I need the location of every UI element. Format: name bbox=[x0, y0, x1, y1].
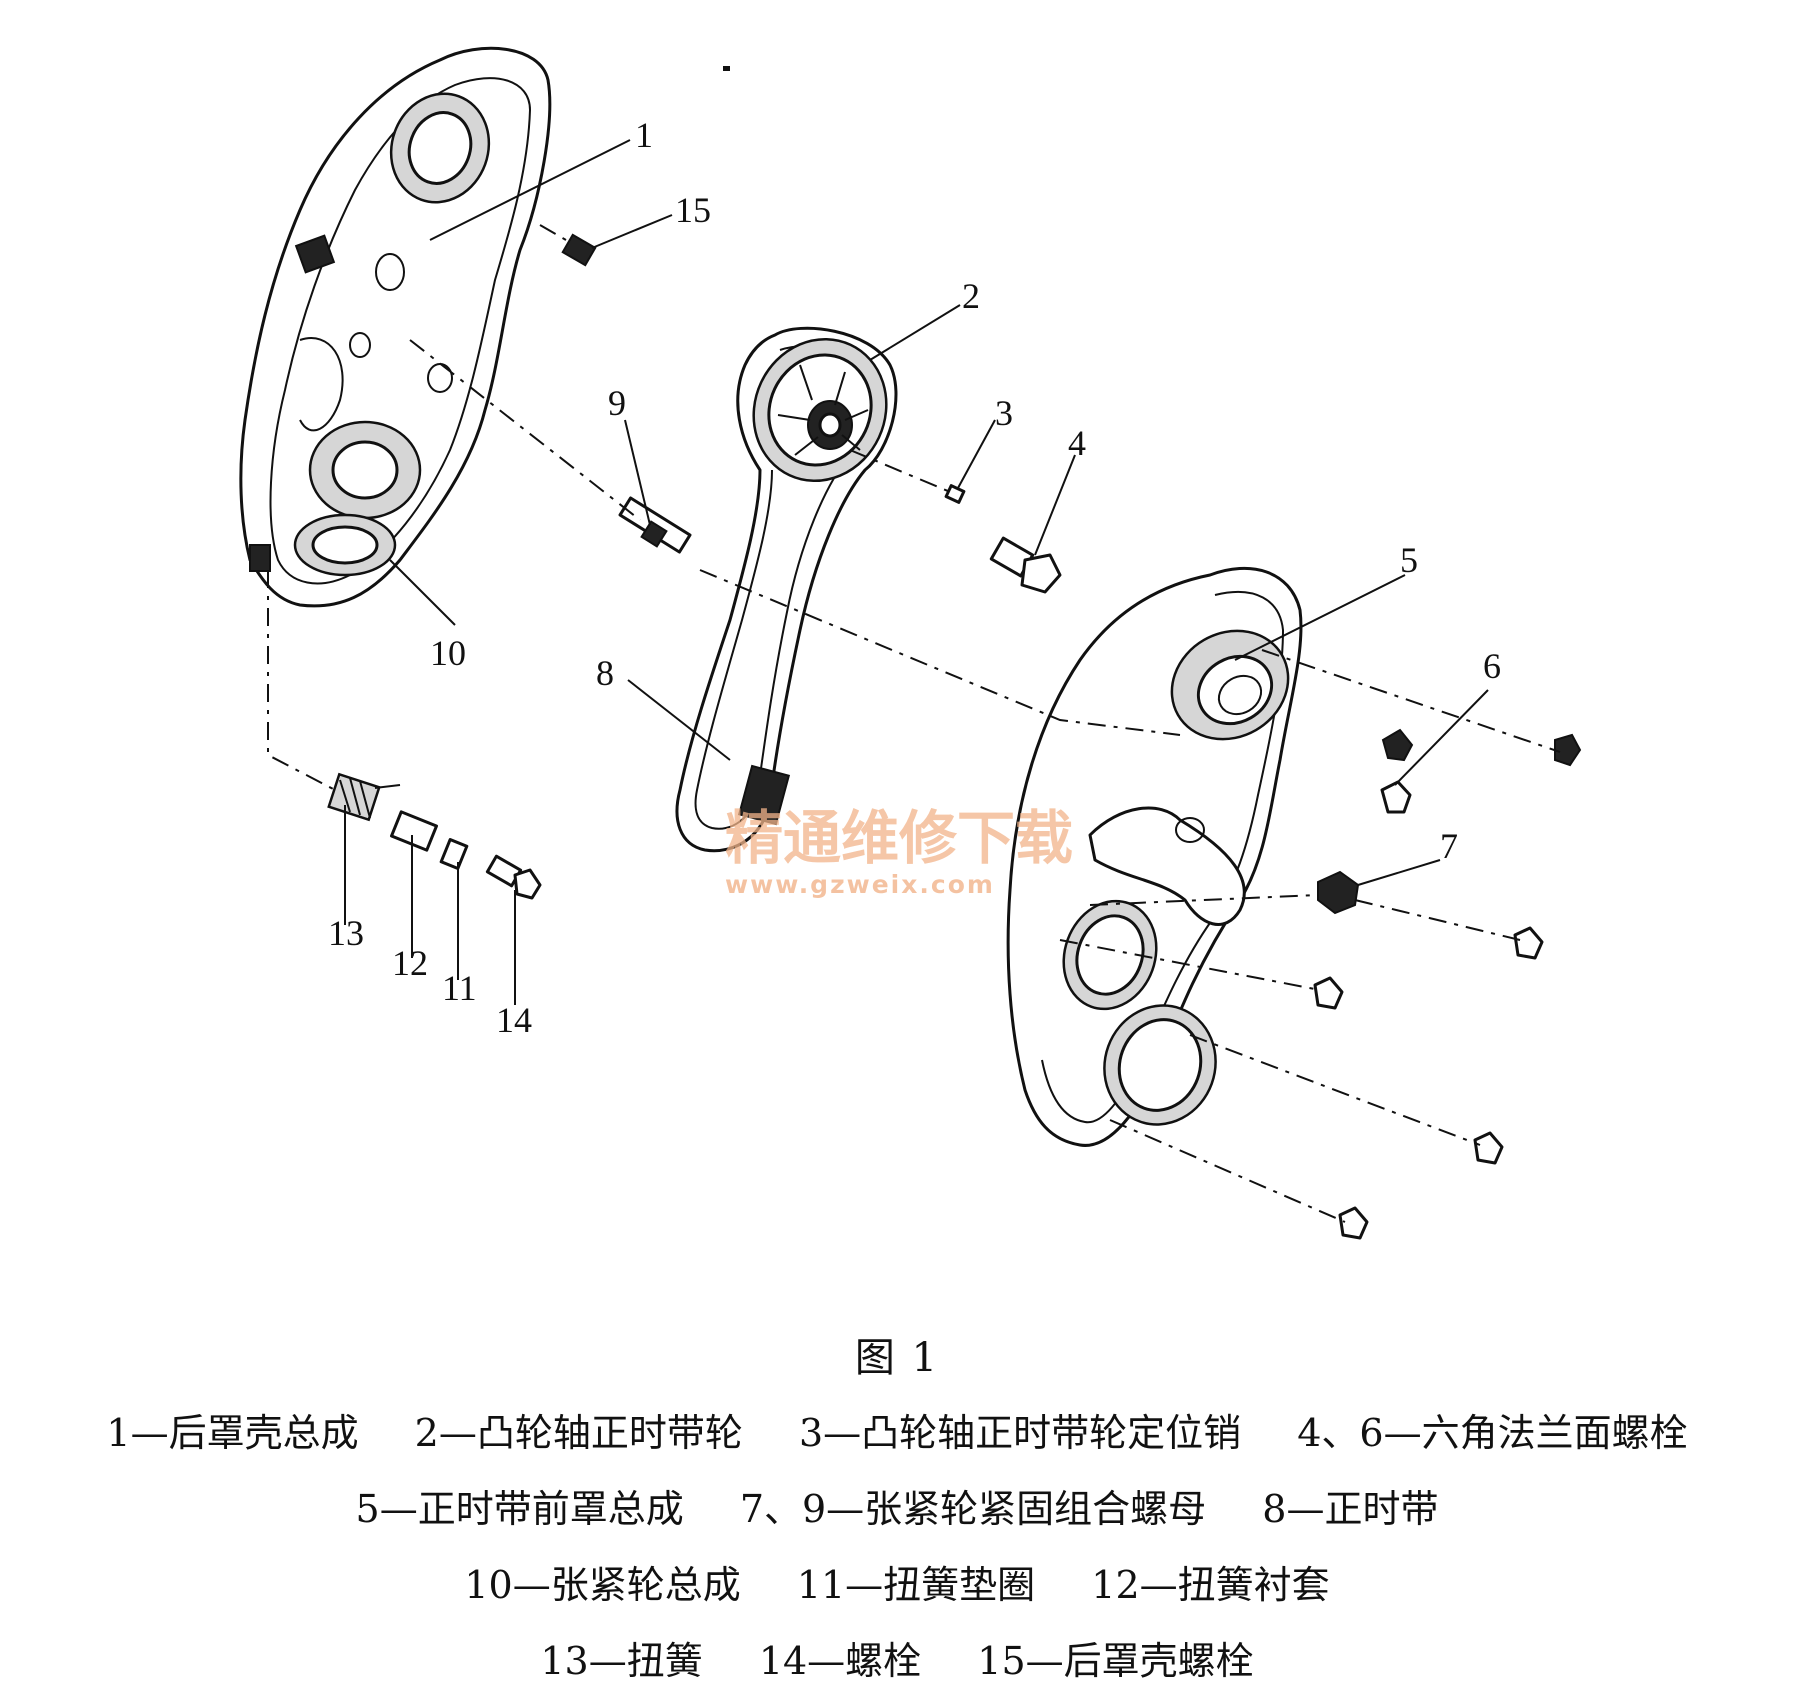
locating-pin-3 bbox=[944, 484, 966, 504]
figure-title: 图 1 bbox=[854, 1335, 940, 1381]
torsion-spring-13 bbox=[327, 772, 401, 822]
rear-cover-assembly bbox=[239, 46, 552, 608]
legend-item: 1—后罩壳总成 bbox=[106, 1411, 359, 1455]
print-speck bbox=[723, 66, 730, 71]
callout-15: 15 bbox=[675, 190, 711, 230]
callout-13: 13 bbox=[328, 913, 364, 953]
front-cover-bolts bbox=[1313, 926, 1544, 1240]
legend-item: 2—凸轮轴正时带轮 bbox=[414, 1411, 743, 1455]
bolt-15 bbox=[561, 233, 597, 267]
watermark-text: 精通维修下载 bbox=[725, 804, 1073, 872]
callout-3: 3 bbox=[995, 393, 1013, 433]
legend-item: 12—扭簧衬套 bbox=[1091, 1563, 1330, 1607]
legend-item: 10—张紧轮总成 bbox=[464, 1563, 741, 1607]
legend-item: 7、9—张紧轮紧固组合螺母 bbox=[739, 1487, 1207, 1531]
parts-legend: 1—后罩壳总成 2—凸轮轴正时带轮 3—凸轮轴正时带轮定位销 4、6—六角法兰面… bbox=[0, 1395, 1794, 1699]
legend-item: 11—扭簧垫圈 bbox=[796, 1563, 1036, 1607]
legend-line: 1—后罩壳总成 2—凸轮轴正时带轮 3—凸轮轴正时带轮定位销 4、6—六角法兰面… bbox=[0, 1395, 1794, 1471]
callout-4: 4 bbox=[1068, 423, 1086, 463]
legend-item: 3—凸轮轴正时带轮定位销 bbox=[798, 1411, 1242, 1455]
front-timing-cover-assembly bbox=[1006, 567, 1303, 1147]
tensioner-nut-7 bbox=[1317, 870, 1360, 915]
leader-lines bbox=[344, 139, 1489, 1005]
bolt-14 bbox=[485, 854, 542, 900]
legend-item: 4、6—六角法兰面螺栓 bbox=[1297, 1411, 1688, 1455]
assembly-lines bbox=[267, 224, 1561, 1223]
timing-belt-and-pulley bbox=[675, 326, 898, 853]
callout-12: 12 bbox=[392, 943, 428, 983]
callout-1: 1 bbox=[635, 115, 653, 155]
callout-14: 14 bbox=[496, 1000, 532, 1040]
callout-7: 7 bbox=[1440, 826, 1458, 866]
legend-item: 14—螺栓 bbox=[758, 1639, 922, 1683]
flange-bolt-4 bbox=[989, 536, 1062, 594]
flange-bolt-6 bbox=[1380, 728, 1582, 814]
callout-9: 9 bbox=[608, 383, 626, 423]
legend-line: 5—正时带前罩总成 7、9—张紧轮紧固组合螺母 8—正时带 bbox=[0, 1471, 1794, 1547]
legend-item: 15—后罩壳螺栓 bbox=[977, 1639, 1254, 1683]
callout-5: 5 bbox=[1400, 540, 1418, 580]
legend-item: 8—正时带 bbox=[1262, 1487, 1439, 1531]
exploded-parts-diagram: 1 15 2 3 4 9 5 6 7 8 10 13 12 11 14 精通维修… bbox=[239, 46, 1582, 1240]
callout-6: 6 bbox=[1483, 646, 1501, 686]
tensioner-nut-9 bbox=[618, 496, 692, 554]
spring-washer-11 bbox=[439, 838, 469, 870]
spring-bushing-12 bbox=[390, 810, 438, 852]
callout-2: 2 bbox=[962, 276, 980, 316]
legend-line: 13—扭簧 14—螺栓 15—后罩壳螺栓 bbox=[0, 1623, 1794, 1699]
watermark-url: www.gzweix.com bbox=[725, 870, 995, 899]
legend-line: 10—张紧轮总成 11—扭簧垫圈 12—扭簧衬套 bbox=[0, 1547, 1794, 1623]
legend-item: 5—正时带前罩总成 bbox=[355, 1487, 684, 1531]
callout-10: 10 bbox=[430, 633, 466, 673]
callout-8: 8 bbox=[596, 653, 614, 693]
legend-item: 13—扭簧 bbox=[540, 1639, 703, 1683]
callout-11: 11 bbox=[442, 968, 477, 1008]
